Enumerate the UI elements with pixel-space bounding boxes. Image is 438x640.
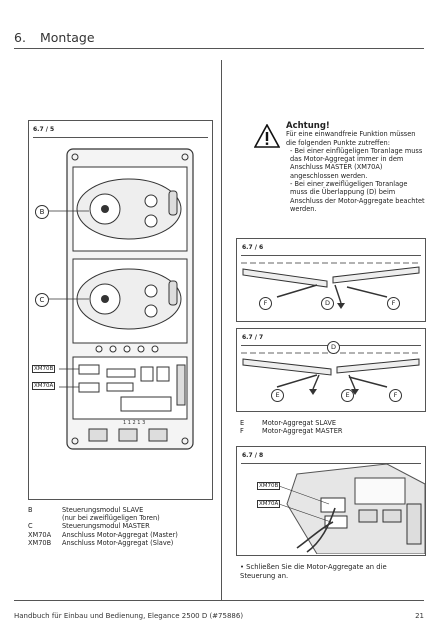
label-xm70a: XM70A — [257, 500, 281, 508]
page-header: 6. Montage — [14, 30, 95, 45]
label-f-left: F — [259, 297, 272, 310]
footer-rule — [14, 600, 424, 601]
label-xm70a: XM70A — [32, 382, 56, 390]
label-d: D — [321, 297, 334, 310]
label-e-left: E — [271, 389, 284, 402]
figure-6-7-5: 6.7 / 5 — [28, 120, 213, 500]
warning-icon — [254, 124, 280, 148]
callout-c: C — [35, 293, 49, 307]
label-e-right: E — [341, 389, 354, 402]
label-xm70b: XM70B — [257, 482, 281, 490]
label-d: D — [327, 341, 340, 354]
warning-title: Achtung! — [286, 121, 330, 131]
figure-6-7-7: 6.7 / 7 D E E F — [236, 328, 426, 412]
header-rule — [14, 48, 424, 49]
figure-tag: 6.7 / 7 — [242, 334, 264, 341]
warning-intro: Für eine einwandfreie Funktion müssen di… — [286, 130, 416, 147]
label-f: F — [389, 389, 402, 402]
callout-b: B — [35, 205, 49, 219]
instruction-text: • Schließen Sie die Motor-Aggregate an d… — [240, 563, 387, 580]
figure-tag: 6.7 / 6 — [242, 244, 264, 251]
terminal-label: 1 1 2 1 3 — [123, 420, 145, 426]
control-unit-drawing: 1 1 2 1 3 — [49, 148, 194, 450]
warning-item-1: - Bei einer einflügeligen Toranlage muss… — [290, 146, 423, 180]
figure-6-7-6: 6.7 / 6 F D F — [236, 238, 426, 322]
footer-text: Handbuch für Einbau und Bedienung, Elega… — [14, 612, 244, 620]
section-number: 6. — [14, 30, 26, 45]
legend-row: (nur bei zweiflügeligen Toren) — [62, 514, 160, 523]
figure-tag: 6.7 / 5 — [33, 126, 55, 133]
gate-overlap-drawing — [241, 262, 421, 309]
figure-6-7-8: 6.7 / 8 XM70B XM70A — [236, 446, 426, 556]
gate-overlap-drawing-2 — [241, 352, 421, 395]
figure-tag: 6.7 / 8 — [242, 452, 264, 459]
connection-photo — [237, 464, 425, 554]
page-number: 21 — [415, 612, 424, 620]
label-f-right: F — [387, 297, 400, 310]
label-xm70b: XM70B — [32, 365, 56, 373]
column-divider — [221, 60, 222, 600]
section-title: Montage — [40, 30, 95, 45]
warning-item-2: - Bei einer zweiflügeligen Toranlage mus… — [290, 180, 425, 213]
